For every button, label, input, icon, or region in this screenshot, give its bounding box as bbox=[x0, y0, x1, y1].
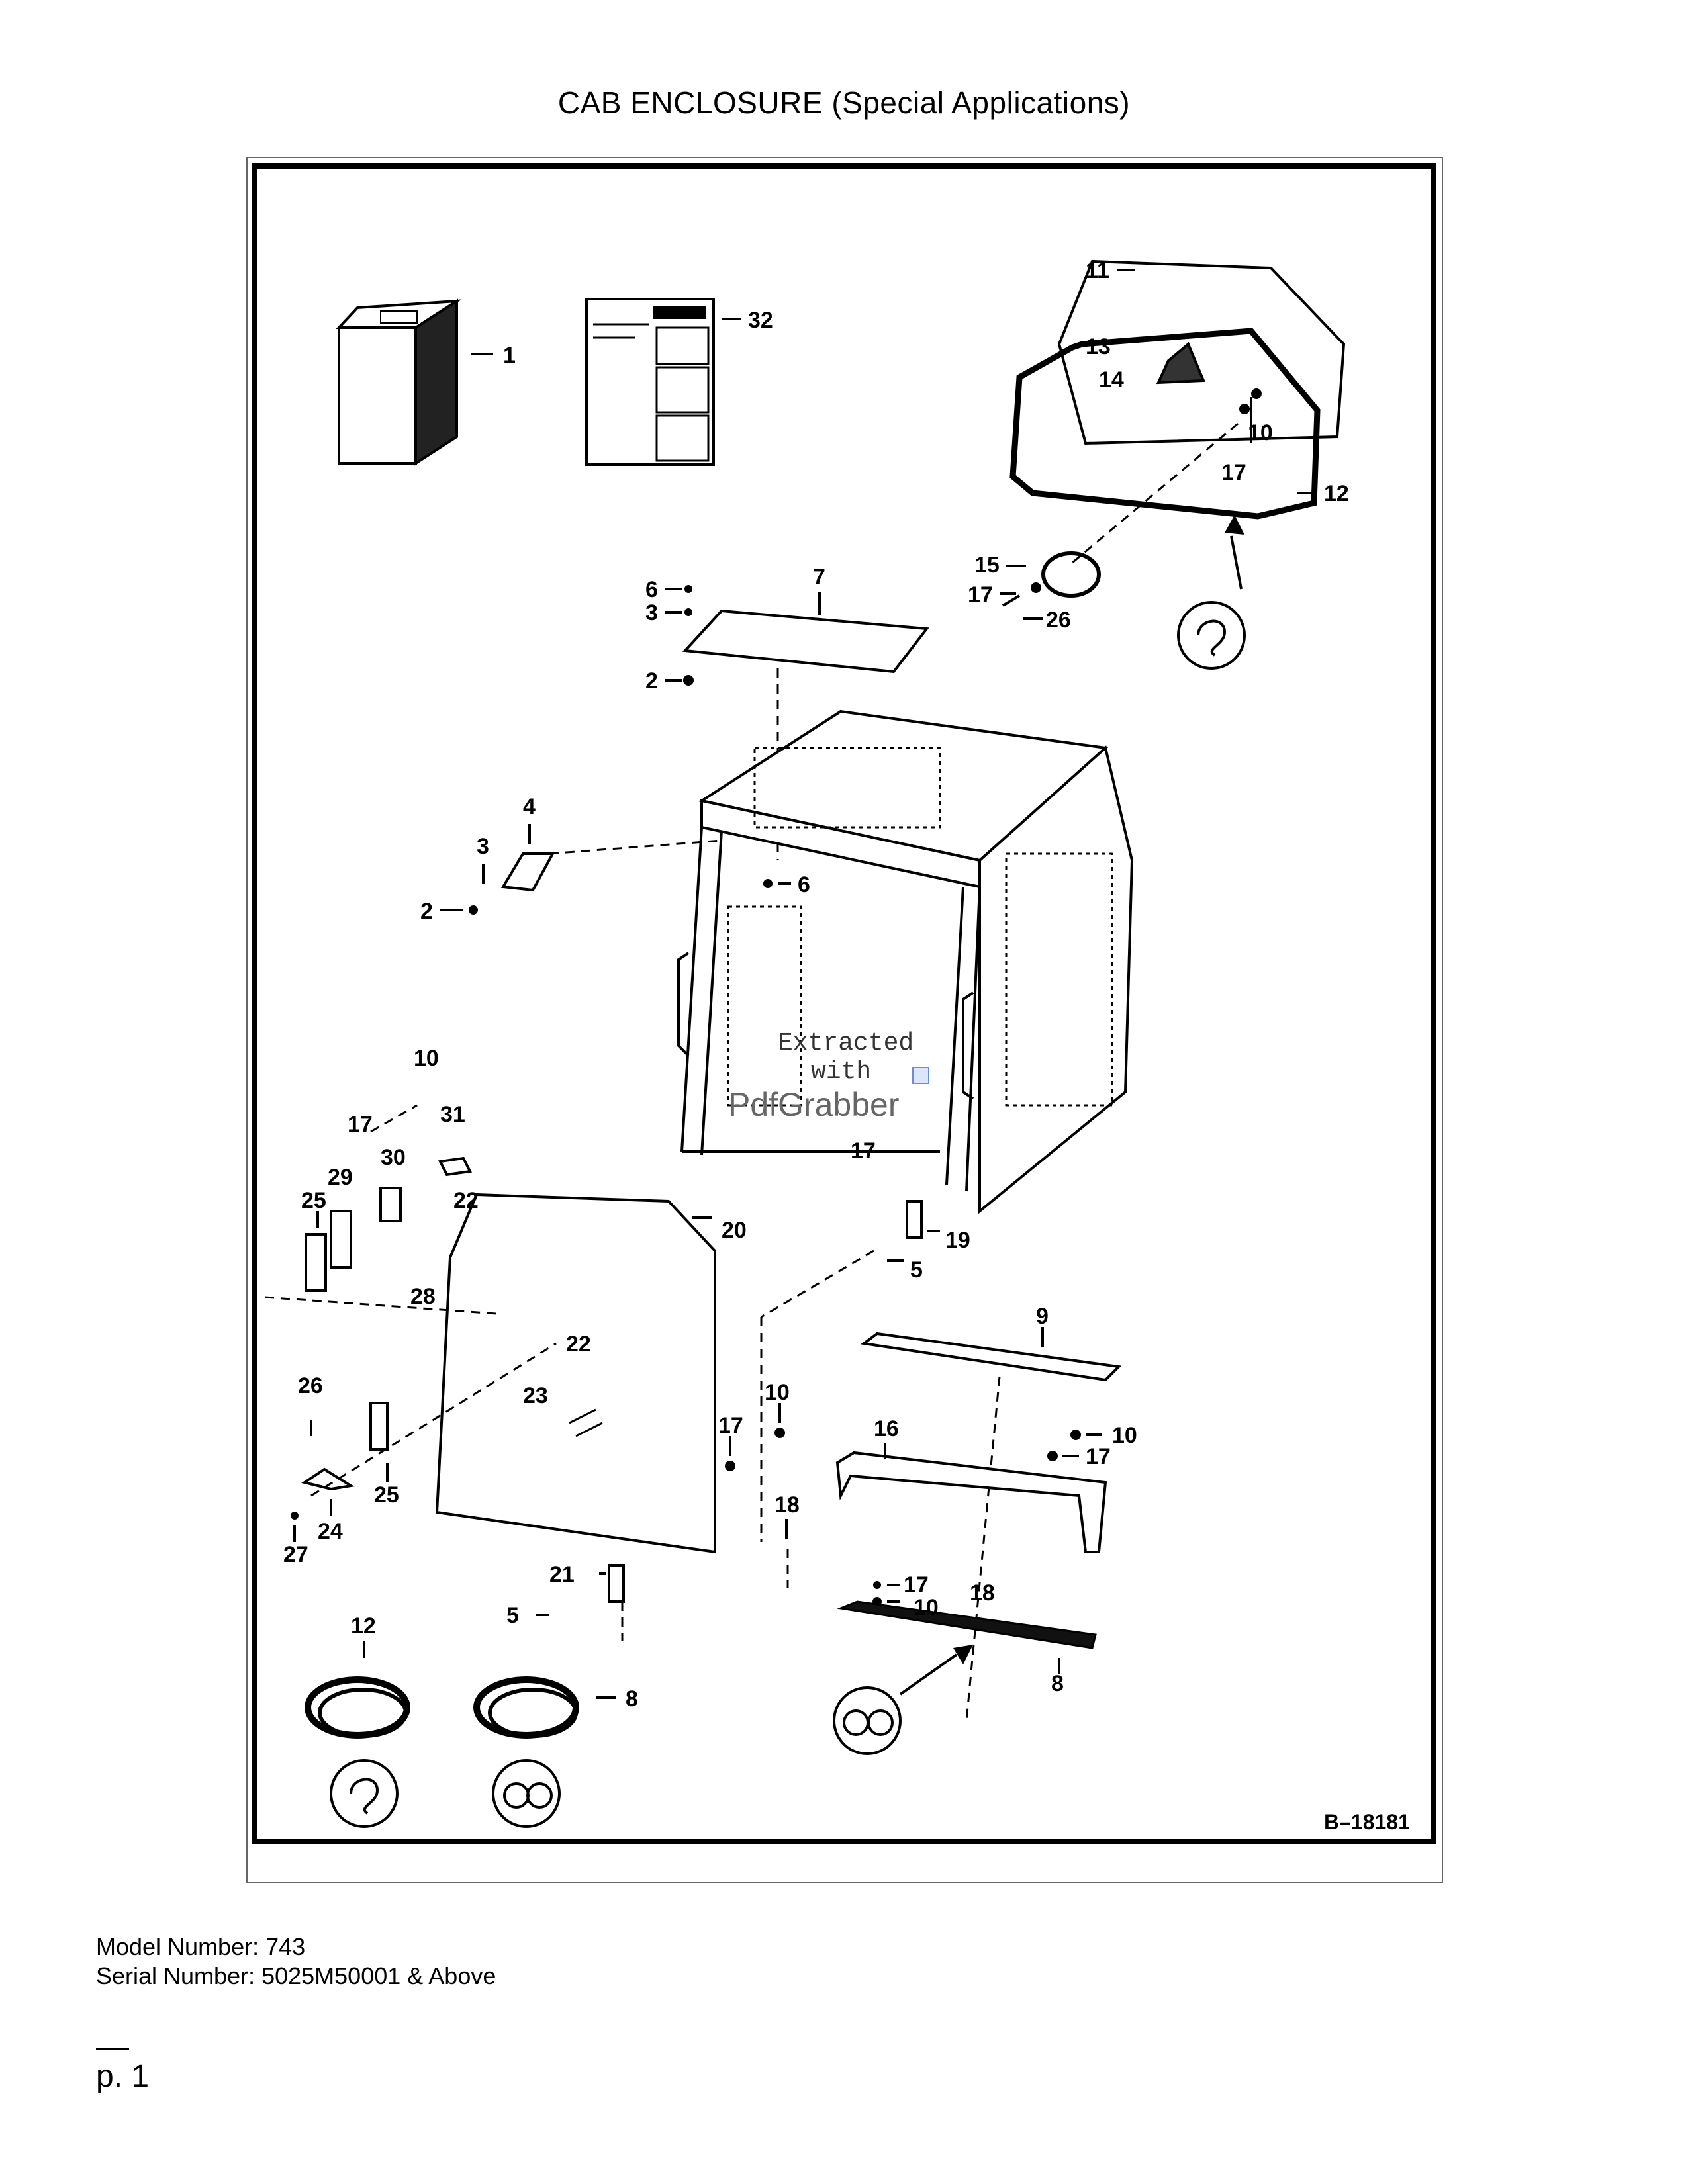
model-number: Model Number: 743 bbox=[96, 1933, 306, 1960]
callout-25: 25 bbox=[301, 1188, 326, 1213]
callout-26: 26 bbox=[1046, 608, 1071, 633]
seal-coil-part bbox=[305, 1641, 616, 1828]
callout-17: 17 bbox=[968, 582, 993, 608]
callout-2: 2 bbox=[645, 668, 658, 694]
callout-18: 18 bbox=[970, 1580, 995, 1606]
rear-panel-part bbox=[785, 1327, 1122, 1755]
callout-14: 14 bbox=[1099, 367, 1124, 392]
callout-17: 17 bbox=[1221, 460, 1246, 485]
callout-20: 20 bbox=[722, 1218, 747, 1243]
callout-23: 23 bbox=[523, 1383, 548, 1408]
callout-15: 15 bbox=[974, 553, 1000, 578]
callout-16: 16 bbox=[874, 1416, 899, 1441]
callout-7: 7 bbox=[813, 565, 825, 590]
callout-10: 10 bbox=[414, 1046, 439, 1071]
hinge-part bbox=[536, 1200, 940, 1641]
callout-18: 18 bbox=[774, 1492, 800, 1518]
figure-border bbox=[252, 163, 1436, 1844]
callout-17: 17 bbox=[718, 1413, 743, 1438]
serial-number: Serial Number: 5025M50001 & Above bbox=[96, 1962, 496, 1989]
callout-10: 10 bbox=[765, 1380, 790, 1405]
callout-17: 17 bbox=[851, 1138, 876, 1163]
door-glass-part bbox=[435, 1193, 716, 1554]
callout-17: 17 bbox=[904, 1572, 929, 1598]
page-divider bbox=[96, 2048, 129, 2050]
callout-30: 30 bbox=[381, 1145, 406, 1170]
callout-27: 27 bbox=[283, 1542, 308, 1567]
callout-17: 17 bbox=[1086, 1444, 1111, 1469]
callout-21: 21 bbox=[549, 1562, 575, 1587]
latch-assembly-part bbox=[264, 1104, 557, 1542]
callout-9: 9 bbox=[1036, 1304, 1049, 1329]
callout-29: 29 bbox=[328, 1165, 353, 1190]
watermark-with: with bbox=[811, 1058, 872, 1086]
callout-1: 1 bbox=[503, 343, 516, 368]
top-plate-part bbox=[665, 585, 929, 860]
callout-3: 3 bbox=[645, 600, 658, 625]
callout-17: 17 bbox=[348, 1112, 373, 1137]
watermark-extracted: Extracted bbox=[778, 1029, 914, 1058]
callout-22: 22 bbox=[566, 1332, 591, 1357]
callout-24: 24 bbox=[318, 1519, 343, 1544]
callout-12: 12 bbox=[351, 1614, 376, 1639]
seal-ring-part bbox=[1000, 551, 1101, 620]
callout-3: 3 bbox=[477, 834, 489, 859]
figure-outer-frame bbox=[246, 157, 1443, 1883]
figure-id: B–18181 bbox=[1324, 1810, 1410, 1834]
page-title: CAB ENCLOSURE (Special Applications) bbox=[557, 85, 1131, 120]
watermark-logo-icon bbox=[912, 1067, 929, 1084]
callout-8: 8 bbox=[626, 1686, 638, 1711]
instruction-sheet-part bbox=[585, 298, 741, 466]
watermark-brand: PdfGrabber bbox=[728, 1086, 900, 1123]
callout-6: 6 bbox=[645, 577, 658, 602]
callout-5: 5 bbox=[910, 1257, 923, 1283]
callout-32: 32 bbox=[748, 308, 773, 333]
callout-10: 10 bbox=[1112, 1423, 1137, 1448]
bracket-part bbox=[440, 824, 791, 915]
callout-19: 19 bbox=[945, 1228, 970, 1253]
callout-12: 12 bbox=[1324, 481, 1349, 506]
callout-10: 10 bbox=[1248, 420, 1273, 445]
front-window-part bbox=[1009, 259, 1346, 670]
callout-13: 13 bbox=[1086, 334, 1111, 359]
callout-8: 8 bbox=[1051, 1671, 1064, 1696]
callout-26: 26 bbox=[298, 1373, 323, 1398]
callout-5: 5 bbox=[506, 1603, 519, 1628]
callout-11: 11 bbox=[1086, 258, 1109, 283]
callout-31: 31 bbox=[440, 1102, 465, 1127]
manual-box-part bbox=[336, 298, 493, 466]
callout-25: 25 bbox=[374, 1482, 399, 1508]
callout-6: 6 bbox=[798, 872, 810, 897]
callout-2: 2 bbox=[420, 899, 433, 924]
callout-10: 10 bbox=[914, 1595, 939, 1620]
page-number: p. 1 bbox=[96, 2059, 150, 2094]
callout-22: 22 bbox=[453, 1188, 479, 1213]
cab-frame-part bbox=[677, 709, 1134, 1214]
callout-4: 4 bbox=[523, 794, 536, 819]
callout-28: 28 bbox=[410, 1284, 436, 1309]
